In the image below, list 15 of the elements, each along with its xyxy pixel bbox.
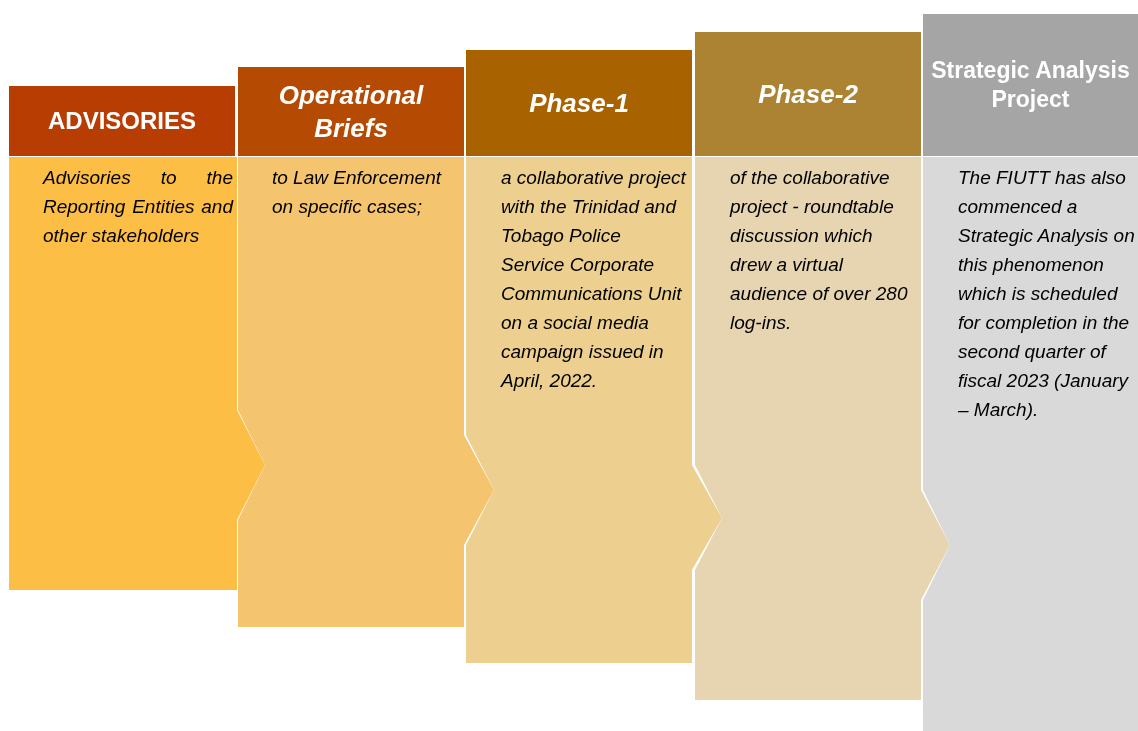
chevron-panel — [238, 157, 494, 627]
body-text: to Law Enforcement on specific cases; — [272, 166, 443, 219]
header-bar: ADVISORIES — [9, 86, 235, 156]
body-text: Advisories to the Reporting Entities and other stakeholders — [43, 166, 233, 248]
chevron-panel — [923, 157, 1138, 731]
chevron-panel — [695, 157, 950, 700]
chevron-panel — [466, 157, 722, 663]
body-text: a collaborative project with the Trinidad and Tobago Police Service Corporate Communications Unit on a social media campaign issued in April, 2022. — [501, 166, 688, 393]
header-bar: Phase-2 — [695, 32, 921, 156]
chevron-panel — [9, 157, 265, 590]
header-bar: Phase-1 — [466, 50, 692, 156]
body-text: of the collaborative project - roundtable discussion which drew a virtual audience of over 280 log-ins. — [730, 166, 909, 335]
header-bar: Strategic Analysis Project — [923, 14, 1138, 156]
header-bar: Operational Briefs — [238, 67, 464, 156]
body-text: The FIUTT has also commenced a Strategic Analysis on this phenomenon which is scheduled for completion in the second quarter of fiscal 2023 (January – March). — [958, 166, 1136, 422]
